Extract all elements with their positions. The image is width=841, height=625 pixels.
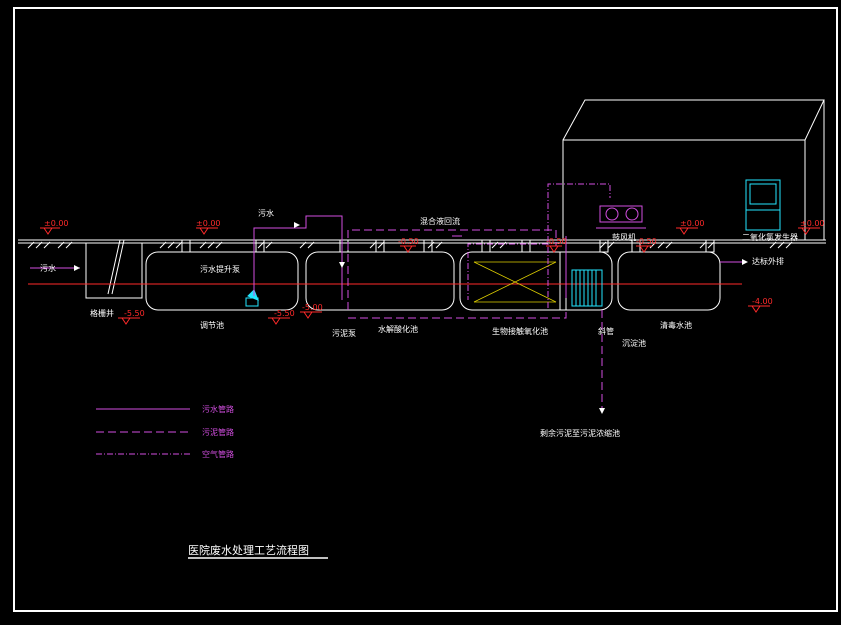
ground-line: [18, 239, 826, 244]
diagram-title: 医院废水处理工艺流程图: [188, 543, 309, 557]
legend-label-air: 空气管路: [202, 449, 234, 459]
contact-oxidation-tank: [459, 251, 613, 311]
sewage-pipe: [30, 215, 742, 300]
label-regulating-tank: 调节池: [200, 320, 224, 330]
label-sewage-top: 污水: [258, 208, 274, 218]
elev-7: -0.50: [546, 237, 567, 246]
elevation-texts: ±0.00 ±0.00 -5.50 -5.50 -5.00 -0.50 -0.5…: [44, 219, 825, 318]
label-contact-oxidation: 生物接触氧化池: [492, 326, 548, 336]
legend: 污水管路 污泥管路 空气管路: [96, 404, 234, 459]
drawing-frame: [13, 7, 838, 612]
grille-well: [85, 239, 143, 299]
elev-10: ±0.00: [800, 219, 825, 228]
filler-media: [473, 261, 557, 303]
elevation-markers: [40, 227, 820, 325]
label-lift-pump: 污水提升泵: [200, 264, 240, 274]
component-labels: 污水 格栅井 调节池 污水提升泵 污水 污泥泵 水解酸化池 混合液回流 生物接触…: [40, 208, 798, 438]
label-inlet-sewage: 污水: [40, 263, 56, 273]
elev-6: -0.50: [398, 237, 419, 246]
blower-room: [562, 99, 825, 240]
elev-8: -0.50: [636, 237, 657, 246]
label-sludge-transfer: 剩余污泥至污泥浓缩池: [540, 428, 620, 438]
flow-arrows: [74, 222, 748, 414]
label-sludge-pump: 污泥泵: [332, 328, 356, 338]
elev-3: -5.50: [124, 309, 145, 318]
label-disinfection-tank: 清毒水池: [660, 320, 692, 330]
lift-pump-icon: [245, 289, 259, 307]
label-inclined-tube: 斜管: [598, 326, 614, 336]
air-pipe: [467, 183, 611, 308]
elev-2: ±0.00: [196, 219, 221, 228]
elev-9: ±0.00: [680, 219, 705, 228]
label-grille-well: 格栅井: [90, 308, 114, 318]
label-blower: 鼓风机: [612, 232, 636, 242]
elev-4: -5.50: [274, 309, 295, 318]
sludge-pipe: [347, 229, 603, 408]
elev-5: -5.00: [302, 303, 323, 312]
elev-1: ±0.00: [44, 219, 69, 228]
label-settling-tank: 沉淀池: [622, 338, 646, 348]
blower-icon: [596, 205, 646, 229]
elev-11: -4.00: [752, 297, 773, 306]
chlorine-generator-icon: [745, 179, 781, 231]
label-hydrolysis-tank: 水解酸化池: [378, 324, 418, 334]
inclined-tube-pack: [571, 269, 603, 307]
label-mixture-reflux: 混合液回流: [420, 216, 460, 226]
legend-label-sludge: 污泥管路: [202, 427, 234, 437]
disinfection-tank: [617, 251, 721, 311]
label-chlorine-generator: 二氧化氯发生器: [742, 232, 798, 242]
label-discharge: 达标外排: [752, 256, 784, 266]
legend-label-sewage: 污水管路: [202, 404, 234, 414]
regulating-tank: [145, 251, 299, 311]
ground-hatch: [27, 241, 793, 249]
hydrolysis-tank: [305, 251, 455, 311]
